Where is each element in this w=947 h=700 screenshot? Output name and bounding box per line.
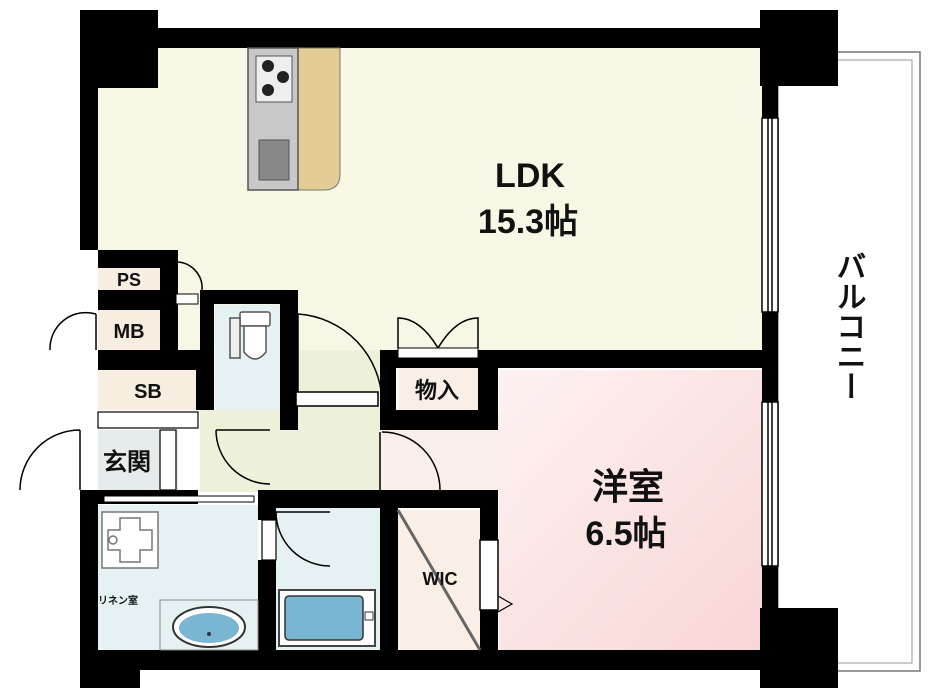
sb-label: SB [134, 381, 162, 403]
entrance-label: 玄関 [103, 448, 151, 476]
mb-label: MB [113, 321, 144, 343]
balcony [777, 51, 921, 672]
sb-floor [98, 370, 198, 410]
western-room-label: 洋室 [592, 466, 664, 507]
ldk-label: LDK [495, 157, 565, 195]
washbasin [159, 599, 259, 651]
ldk-size: 15.3帖 [478, 203, 578, 241]
balcony-label: バルコニー [832, 251, 866, 401]
toilet-fixture [229, 311, 271, 360]
ldk-floor [98, 48, 762, 350]
wic-hanger-pipe [396, 509, 482, 651]
wic-label: WIC [423, 569, 458, 589]
ps-label: PS [117, 270, 141, 290]
kitchen-counter [247, 47, 341, 191]
storage-floor [398, 368, 478, 410]
washing-machine-area [101, 511, 159, 569]
doors [19, 261, 479, 567]
mb-floor [98, 310, 160, 350]
storage-label: 物入 [415, 378, 459, 403]
western-room-floor [499, 370, 762, 650]
ps-floor [98, 268, 160, 290]
linen-room-label: リネン室 [98, 594, 138, 607]
windows [761, 117, 779, 567]
western-room-size: 6.5帖 [585, 515, 666, 553]
wic-door [479, 539, 499, 611]
bathtub [278, 589, 376, 647]
